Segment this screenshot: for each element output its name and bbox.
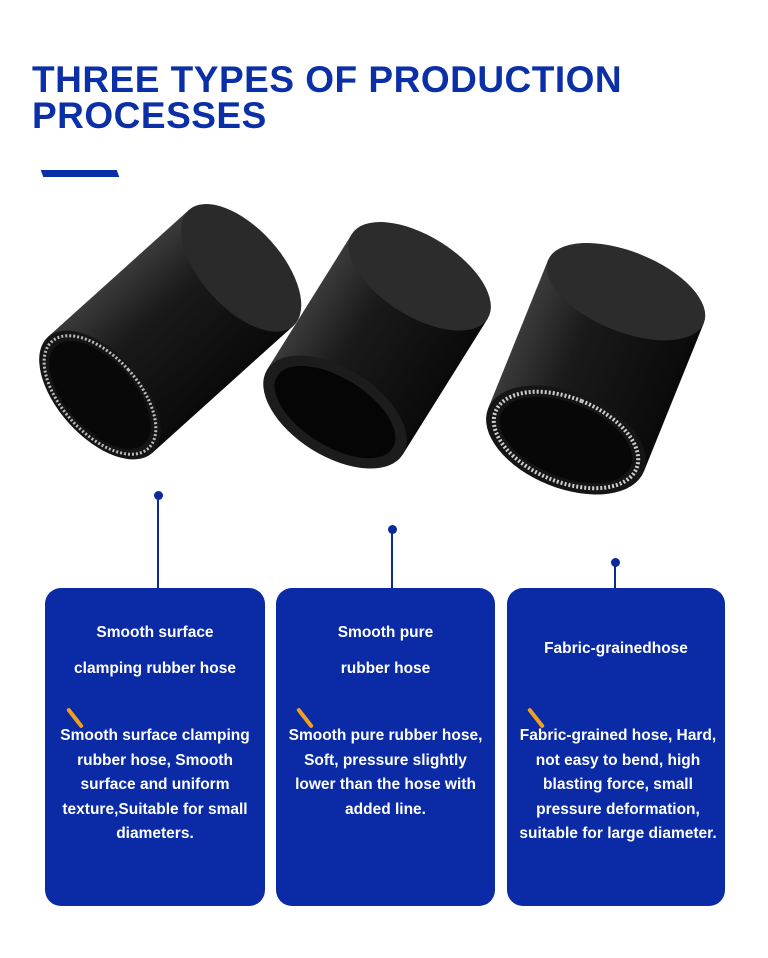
hose-smooth-pure-image bbox=[263, 222, 491, 469]
connector-line-1 bbox=[157, 498, 159, 588]
connector-dot-2 bbox=[388, 525, 397, 534]
hose-smooth-clamping-image bbox=[39, 204, 302, 460]
title-underline bbox=[40, 170, 120, 177]
card-title: Fabric-grainedhose bbox=[544, 640, 688, 657]
card-description: Smooth pure rubber hose, Soft, pressure … bbox=[288, 727, 483, 818]
card-description: Smooth surface clamping rubber hose, Smo… bbox=[60, 727, 250, 842]
connector-line-2 bbox=[391, 532, 393, 588]
connector-line-3 bbox=[614, 565, 616, 588]
connector-dot-3 bbox=[611, 558, 620, 567]
hose-fabric-grained-image bbox=[486, 243, 706, 495]
card-description: Fabric-grained hose, Hard, not easy to b… bbox=[519, 727, 717, 842]
title-line-2: PROCESSES bbox=[32, 95, 267, 136]
title-line-1: THREE TYPES OF PRODUCTION bbox=[32, 59, 623, 100]
connector-dot-1 bbox=[154, 491, 163, 500]
hose-images bbox=[39, 204, 706, 495]
card-fabric-grained: Fabric-grainedhose Fabric-grained hose, … bbox=[507, 588, 725, 906]
